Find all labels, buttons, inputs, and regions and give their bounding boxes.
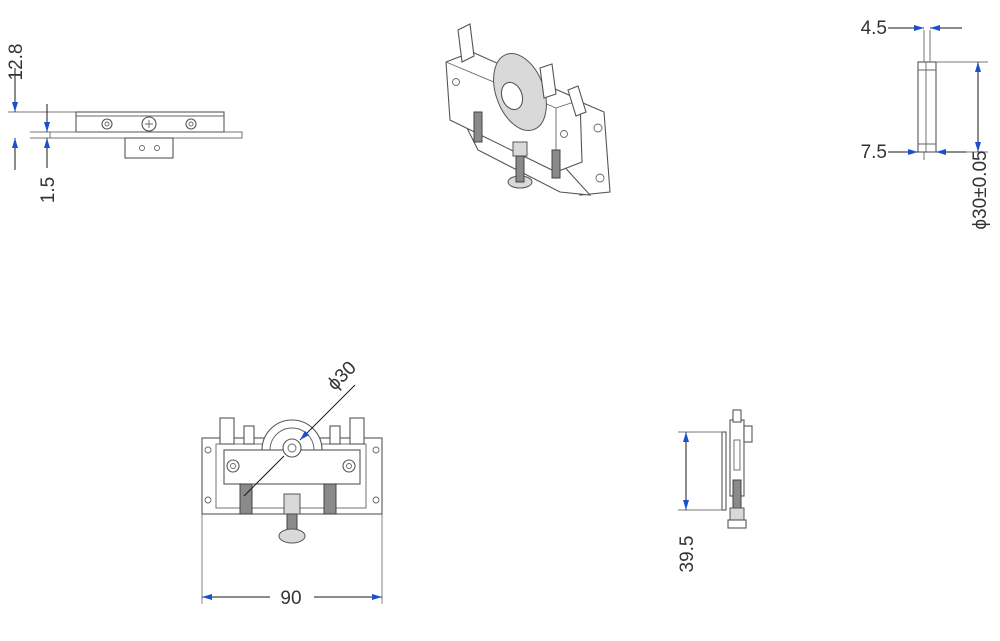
dim-4-5: 4.5 [861,18,887,39]
side-plate [721,431,727,511]
front-view: ϕ30 90 [201,357,383,609]
dim-12-8: 12.8 [6,44,27,81]
dim-90: 90 [280,588,301,609]
bottom-bracket [124,137,174,159]
dim-7-5: 7.5 [861,142,887,163]
base-flange [49,131,243,139]
axle [282,438,302,458]
dim-phi30-tolerance: ϕ30±0.05 [970,150,991,229]
edge-view-top-right: 4.5 7.5 ϕ30±0.05 [861,18,991,230]
screw-hole [101,118,113,130]
edge-wheel [917,61,937,153]
screw-hole [185,118,197,130]
dim-39-5: 39.5 [677,536,698,573]
dim-phi30: ϕ30 [323,357,360,394]
side-view-top-left: 12.8 1.5 [6,44,243,203]
isometric-view [445,23,611,196]
side-view-bottom-right: 39.5 [677,409,753,573]
dim-1-5: 1.5 [38,177,59,203]
